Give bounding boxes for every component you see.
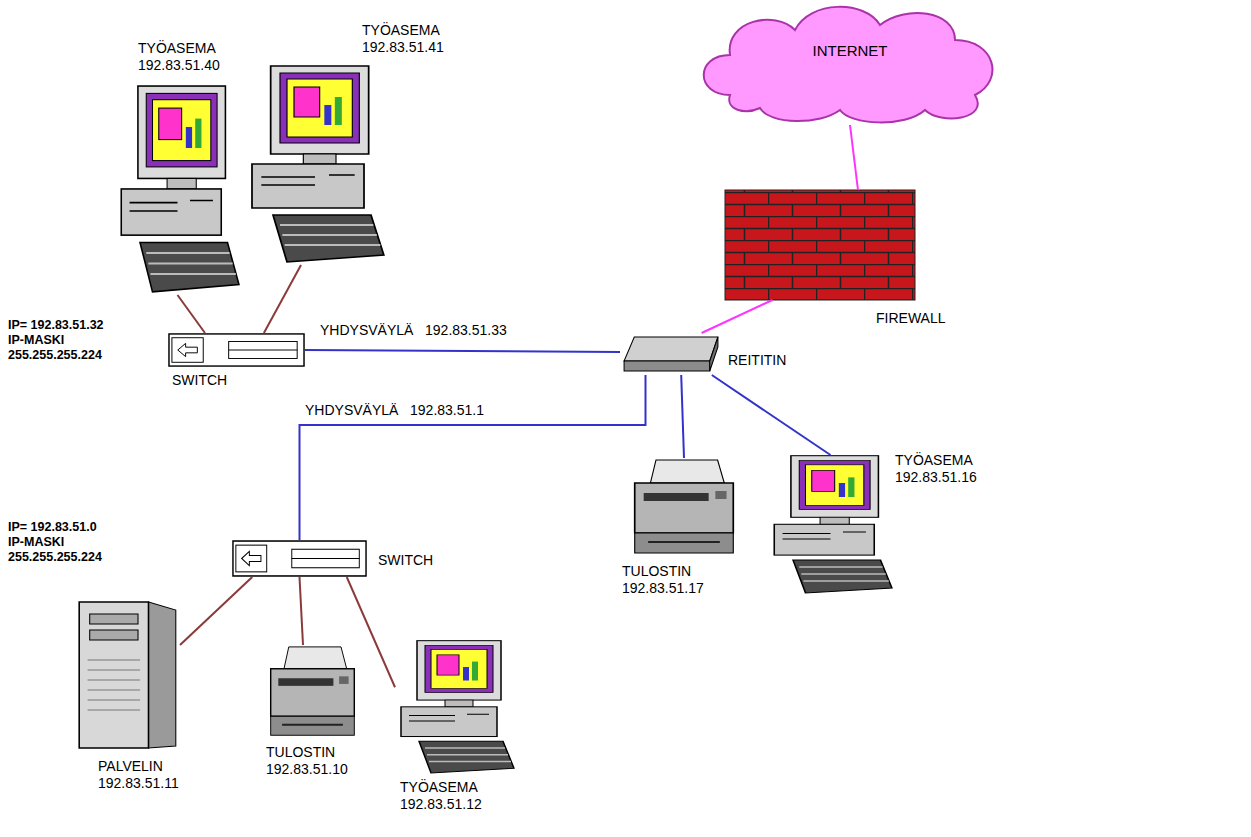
workstation-icon [774,456,892,593]
network-link [681,375,684,458]
device-label: FIREWALL [876,310,946,327]
device-label: IP-MASKI 255.255.255.224 [8,333,143,363]
device-label: TYÖASEMA 192.83.51.12 [400,779,500,813]
cloud-shape [690,0,1010,125]
device-label: TULOSTIN 192.83.51.17 [622,563,722,597]
workstation: TYÖASEMA 192.83.51.41 [245,65,385,265]
network-link [850,125,858,190]
gateway-label: YHDYSVÄYLÄ 192.83.51.33 [318,322,509,339]
printer: TULOSTIN 192.83.51.17 [628,458,740,558]
gateway-label: YHDYSVÄYLÄ 192.83.51.1 [303,402,486,419]
firewall-wall [725,190,915,300]
router-icon [624,337,718,371]
device-label: TULOSTIN 192.83.51.10 [266,744,366,778]
switch-icon [169,334,304,366]
switch: IP= 192.83.51.32IP-MASKI 255.255.255.224… [168,333,305,367]
device-label: REITITIN [728,352,786,369]
workstation-icon [252,66,384,262]
switch: IP= 192.83.51.0IP-MASKI 255.255.255.224S… [232,540,367,577]
device-label: SWITCH [378,552,433,569]
router: REITITIN [620,333,722,375]
network-link [300,577,304,645]
network-link [305,350,620,352]
device-label: IP= 192.83.51.32 [8,318,143,333]
firewall: FIREWALL [725,190,915,300]
network-link [178,295,205,333]
device-label: INTERNET [690,42,1010,59]
device-label: TYÖASEMA 192.83.51.41 [362,22,462,56]
printer-icon [271,647,355,735]
device-label: IP= 192.83.51.0 [8,520,143,535]
network-link [702,300,773,333]
network-link [347,577,395,687]
workstation-icon [401,641,514,773]
server-icon [79,602,176,748]
device-label: IP-MASKI 255.255.255.224 [8,535,143,565]
server: PALVELIN 192.83.51.11 [75,600,180,750]
device-label: TYÖASEMA 192.83.51.40 [138,40,238,74]
workstation-icon [121,86,239,292]
network-link [712,375,831,455]
device-label: TYÖASEMA 192.83.51.16 [895,452,995,486]
workstation: TYÖASEMA 192.83.51.16 [768,455,893,595]
workstation: TYÖASEMA 192.83.51.12 [395,640,515,775]
printer: TULOSTIN 192.83.51.10 [265,645,360,740]
device-label: SWITCH [172,372,227,389]
workstation: TYÖASEMA 192.83.51.40 [115,85,240,295]
printer-icon [635,460,734,553]
network-link [180,577,252,645]
switch-icon [233,541,366,576]
device-label: PALVELIN 192.83.51.11 [98,758,198,792]
internet-cloud: INTERNET [690,0,1010,125]
network-link [300,375,646,540]
network-link [264,265,301,333]
